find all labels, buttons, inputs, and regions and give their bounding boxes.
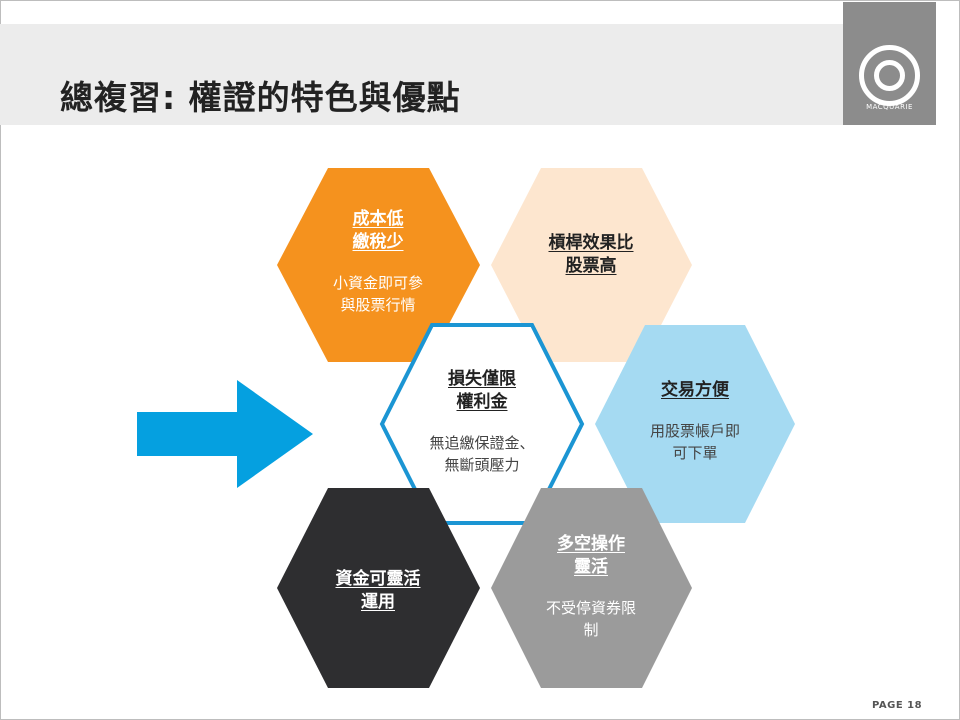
hexagon-title: 損失僅限 權利金 bbox=[448, 369, 516, 412]
hexagon-title: 槓桿效果比 股票高 bbox=[548, 233, 634, 276]
hexagon-flexible-funds bbox=[277, 488, 480, 688]
hexagon-leverage-text: 槓桿效果比 股票高 bbox=[506, 232, 676, 278]
logo-block: MACQUARIE bbox=[843, 2, 936, 125]
hexagon-title: 資金可靈活 運用 bbox=[335, 569, 421, 612]
hexagon-title: 多空操作 靈活 bbox=[557, 534, 625, 577]
hexagon-limited-loss-text: 損失僅限 權利金 無追繳保證金、 無斷頭壓力 bbox=[397, 368, 567, 476]
hexagon-description: 不受停資券限 制 bbox=[545, 599, 636, 639]
hexagon-description: 用股票帳戶即 可下單 bbox=[649, 422, 740, 462]
macquarie-logo-icon bbox=[859, 45, 920, 106]
hexagon-cost bbox=[277, 168, 480, 362]
hexagon-title: 成本低 繳稅少 bbox=[352, 209, 404, 252]
hexagon-convenient bbox=[595, 325, 795, 523]
hexagon-long-short bbox=[491, 488, 692, 688]
hexagon-description: 小資金即可參 與股票行情 bbox=[332, 274, 423, 314]
logo-text: MACQUARIE bbox=[866, 103, 913, 111]
page-title: 總複習: 權證的特色與優點 bbox=[60, 78, 461, 117]
hexagon-title: 交易方便 bbox=[661, 380, 729, 400]
right-arrow-icon bbox=[137, 380, 313, 488]
hexagon-description: 無追繳保證金、 無斷頭壓力 bbox=[429, 434, 535, 474]
hexagon-flexible-funds-text: 資金可靈活 運用 bbox=[293, 568, 463, 614]
hexagon-convenient-text: 交易方便 用股票帳戶即 可下單 bbox=[610, 379, 780, 464]
hexagon-long-short-text: 多空操作 靈活 不受停資券限 制 bbox=[506, 533, 676, 641]
title-band bbox=[0, 24, 843, 125]
hexagon-cost-text: 成本低 繳稅少 小資金即可參 與股票行情 bbox=[293, 208, 463, 316]
hexagon-leverage bbox=[491, 168, 692, 362]
page-number: PAGE 18 bbox=[872, 700, 923, 711]
